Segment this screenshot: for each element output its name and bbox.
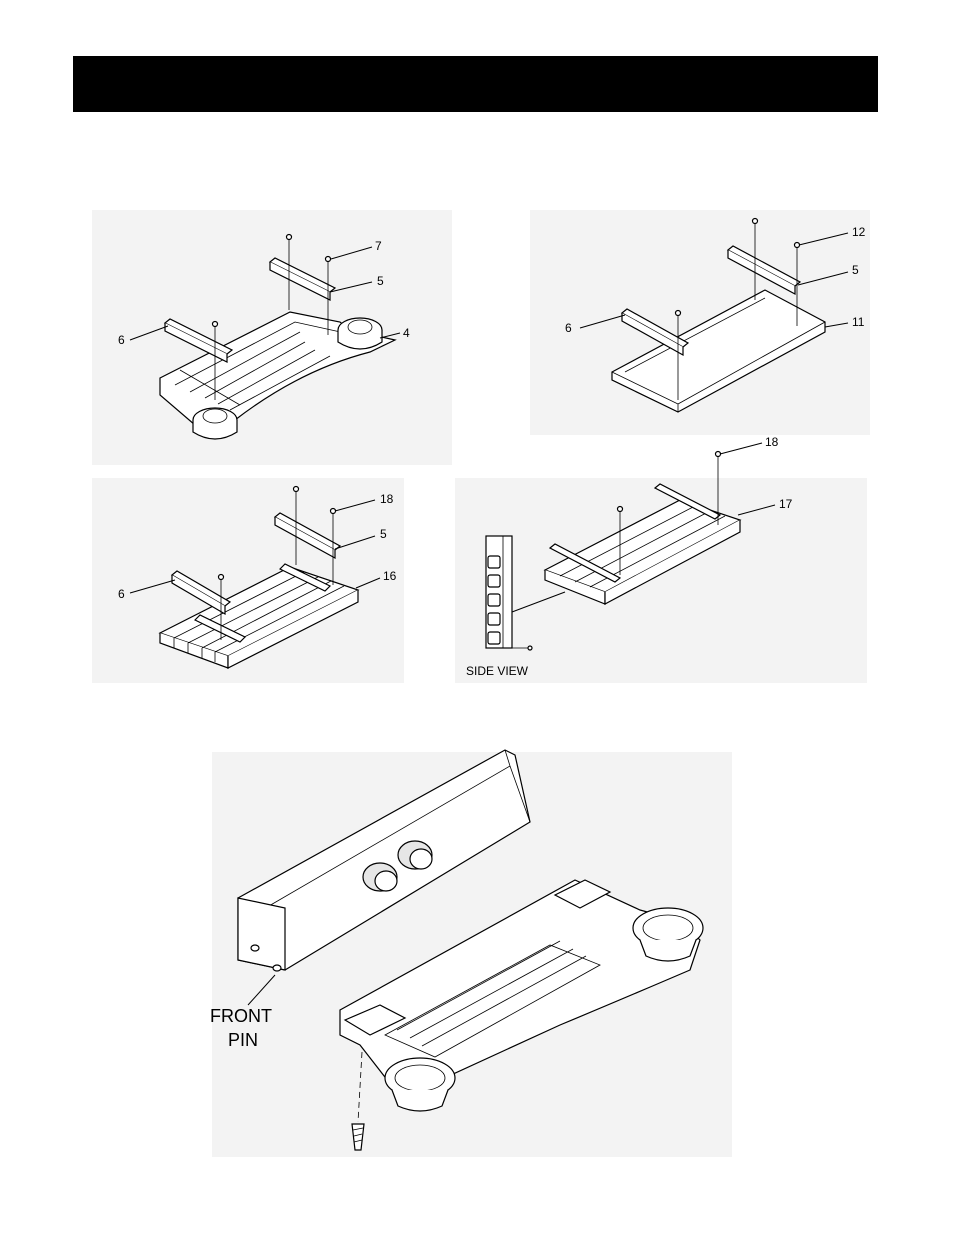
bracket-5-b — [728, 246, 800, 286]
panel-a-drawing: 7 5 6 4 — [118, 235, 410, 440]
side-view-profile — [486, 536, 512, 648]
callout-18-d: 18 — [765, 435, 779, 449]
panel-c-drawing: 18 5 6 16 — [118, 487, 397, 669]
front-pin-hole-lower — [273, 965, 281, 971]
callout-16: 16 — [383, 569, 397, 583]
callout-17: 17 — [779, 497, 793, 511]
callout-7: 7 — [375, 239, 382, 253]
bracket-5-c — [275, 513, 340, 550]
callout-6-c: 6 — [118, 587, 125, 601]
callout-12: 12 — [852, 225, 866, 239]
panel-b-drawing: 12 5 6 11 — [565, 219, 866, 413]
flat-tray — [612, 290, 825, 412]
front-pin-label-line2: PIN — [228, 1030, 258, 1050]
callout-5-a: 5 — [377, 274, 384, 288]
side-view-label: SIDE VIEW — [466, 664, 529, 678]
callout-6-a: 6 — [118, 333, 125, 347]
panel-d-drawing: SIDE VIEW 18 17 — [466, 435, 793, 678]
grease-tray-frame — [340, 880, 700, 1090]
callout-11: 11 — [852, 315, 865, 329]
callout-5-b: 5 — [852, 263, 859, 277]
callout-6-b: 6 — [565, 321, 572, 335]
callout-18-c: 18 — [380, 492, 394, 506]
panel-e-drawing: FRONT PIN — [210, 750, 703, 1150]
callout-5-c: 5 — [380, 527, 387, 541]
front-pin-label-line1: FRONT — [210, 1006, 272, 1026]
callout-4: 4 — [403, 326, 410, 340]
front-pin-hole-upper — [251, 945, 259, 951]
